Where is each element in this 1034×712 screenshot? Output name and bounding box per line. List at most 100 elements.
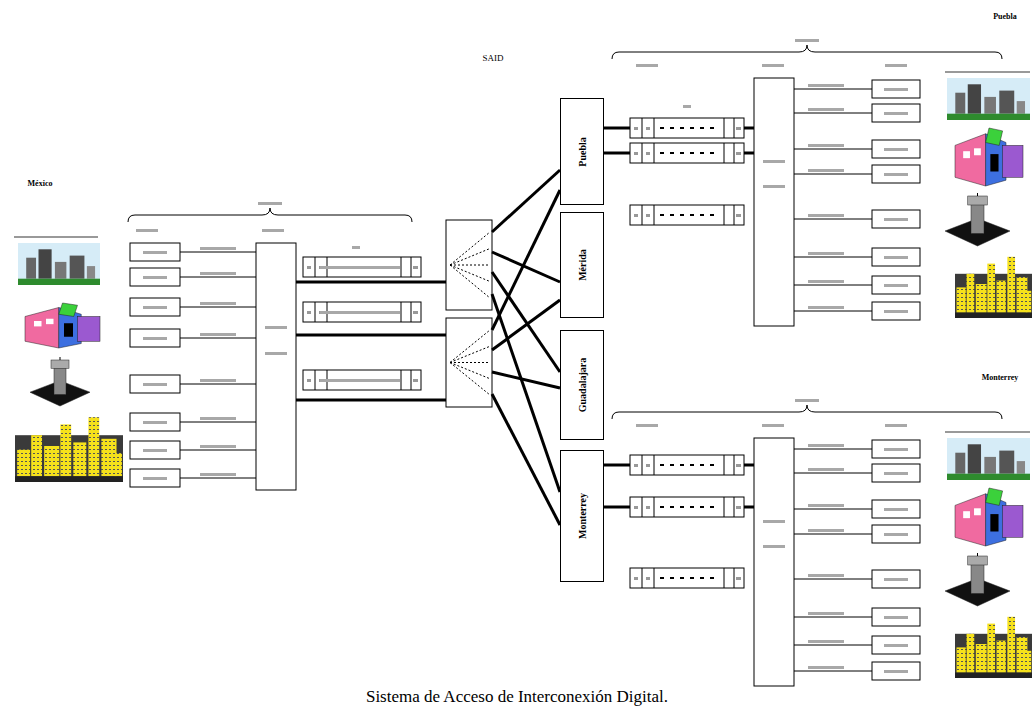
placeholder-bar (320, 266, 400, 269)
line-card (872, 276, 920, 294)
channel-dots (660, 214, 718, 216)
building-icon (18, 279, 100, 285)
placeholder-bar (646, 464, 650, 467)
placeholder-bar (320, 311, 400, 314)
switch-path (450, 330, 490, 363)
placeholder-bar (307, 311, 311, 314)
wire (180, 384, 256, 385)
building-icon (999, 451, 1014, 474)
trunk-line (492, 170, 560, 232)
frame-divider (401, 370, 402, 390)
office-icon (990, 154, 998, 171)
frame-divider (315, 370, 316, 390)
placeholder-bar (763, 185, 785, 188)
placeholder-bar (634, 464, 638, 467)
frame-divider (654, 205, 655, 225)
building-icon (1017, 101, 1025, 114)
placeholder-bar (307, 379, 311, 382)
concentrator-box (256, 243, 296, 490)
exchange-box: Monterrey (560, 450, 604, 582)
placeholder-bar (736, 506, 741, 509)
placeholder-bar (808, 444, 844, 447)
placeholder-bar (884, 644, 908, 647)
city-name: Guadalajara (577, 358, 588, 412)
skyline-icon (957, 287, 966, 312)
skyline-icon (17, 450, 30, 477)
wire (794, 149, 872, 150)
building-icon (968, 84, 981, 113)
skyline-icon (15, 476, 123, 482)
place-label: SAID (482, 53, 503, 63)
office-icon (974, 508, 981, 515)
wire (794, 219, 872, 220)
placeholder-bar (634, 214, 638, 217)
placeholder-bar (200, 379, 236, 382)
line-card (872, 464, 920, 482)
wire (794, 534, 872, 535)
placeholder-bar (413, 311, 418, 314)
skyline-icon (1017, 277, 1028, 312)
building-icon (947, 114, 1030, 120)
place-label: Puebla (993, 12, 1017, 21)
placeholder-bar (808, 666, 844, 669)
office-icon (34, 321, 42, 326)
placeholder-bar (884, 173, 908, 176)
frame-divider (315, 257, 316, 277)
figure-caption: Sistema de Acceso de Interconexión Digit… (366, 687, 668, 707)
office-icon (986, 128, 1003, 145)
placeholder-bar (884, 472, 908, 475)
frame-divider (654, 455, 655, 475)
placeholder-bar (143, 477, 167, 480)
placeholder-bar (143, 383, 167, 386)
trunk-line (744, 464, 754, 467)
concentrator-box (754, 438, 794, 686)
switch-path (450, 363, 490, 379)
placeholder-bar (884, 112, 908, 115)
office-icon (955, 494, 986, 546)
skyline-icon (73, 442, 86, 476)
frame-divider (411, 370, 412, 390)
placeholder-bar (683, 105, 691, 108)
line-card (130, 441, 180, 459)
placeholder-bar (884, 533, 908, 536)
trunk-line (744, 152, 754, 155)
placeholder-bar (262, 229, 284, 232)
line-card (872, 636, 920, 654)
line-card (872, 104, 920, 122)
building-icon (955, 93, 965, 114)
placeholder-bar (200, 473, 236, 476)
frame-divider (734, 118, 735, 138)
skyline-icon (1026, 291, 1031, 313)
line-card (872, 570, 920, 588)
placeholder-bar (884, 616, 908, 619)
multiplexer-frame (303, 257, 421, 277)
multiplexer-frame (630, 118, 744, 138)
placeholder-bar (885, 64, 907, 67)
placeholder-bar (808, 640, 844, 643)
placeholder-bar (885, 424, 907, 427)
building-icon (999, 91, 1014, 114)
placeholder-bar (634, 577, 638, 580)
frame-divider (642, 568, 643, 588)
placeholder-bar (634, 152, 638, 155)
frame-divider (724, 205, 725, 225)
multiplexer-frame (303, 302, 421, 322)
line-card (872, 165, 920, 183)
place-label: Monterrey (982, 373, 1019, 382)
skyline-icon (1017, 637, 1028, 672)
building-icon (39, 249, 52, 278)
building-icon (55, 262, 66, 279)
frame-divider (724, 497, 725, 517)
tower-icon (968, 556, 988, 565)
placeholder-bar (634, 127, 638, 130)
crossconnect-box (446, 220, 492, 310)
skyline-icon (101, 439, 116, 476)
line-card (130, 375, 180, 393)
placeholder-bar (265, 326, 287, 329)
ground-line (945, 431, 1030, 433)
trunk-line (492, 372, 560, 388)
office-icon (46, 319, 54, 324)
building-icon (947, 474, 1030, 480)
frame-divider (734, 497, 735, 517)
